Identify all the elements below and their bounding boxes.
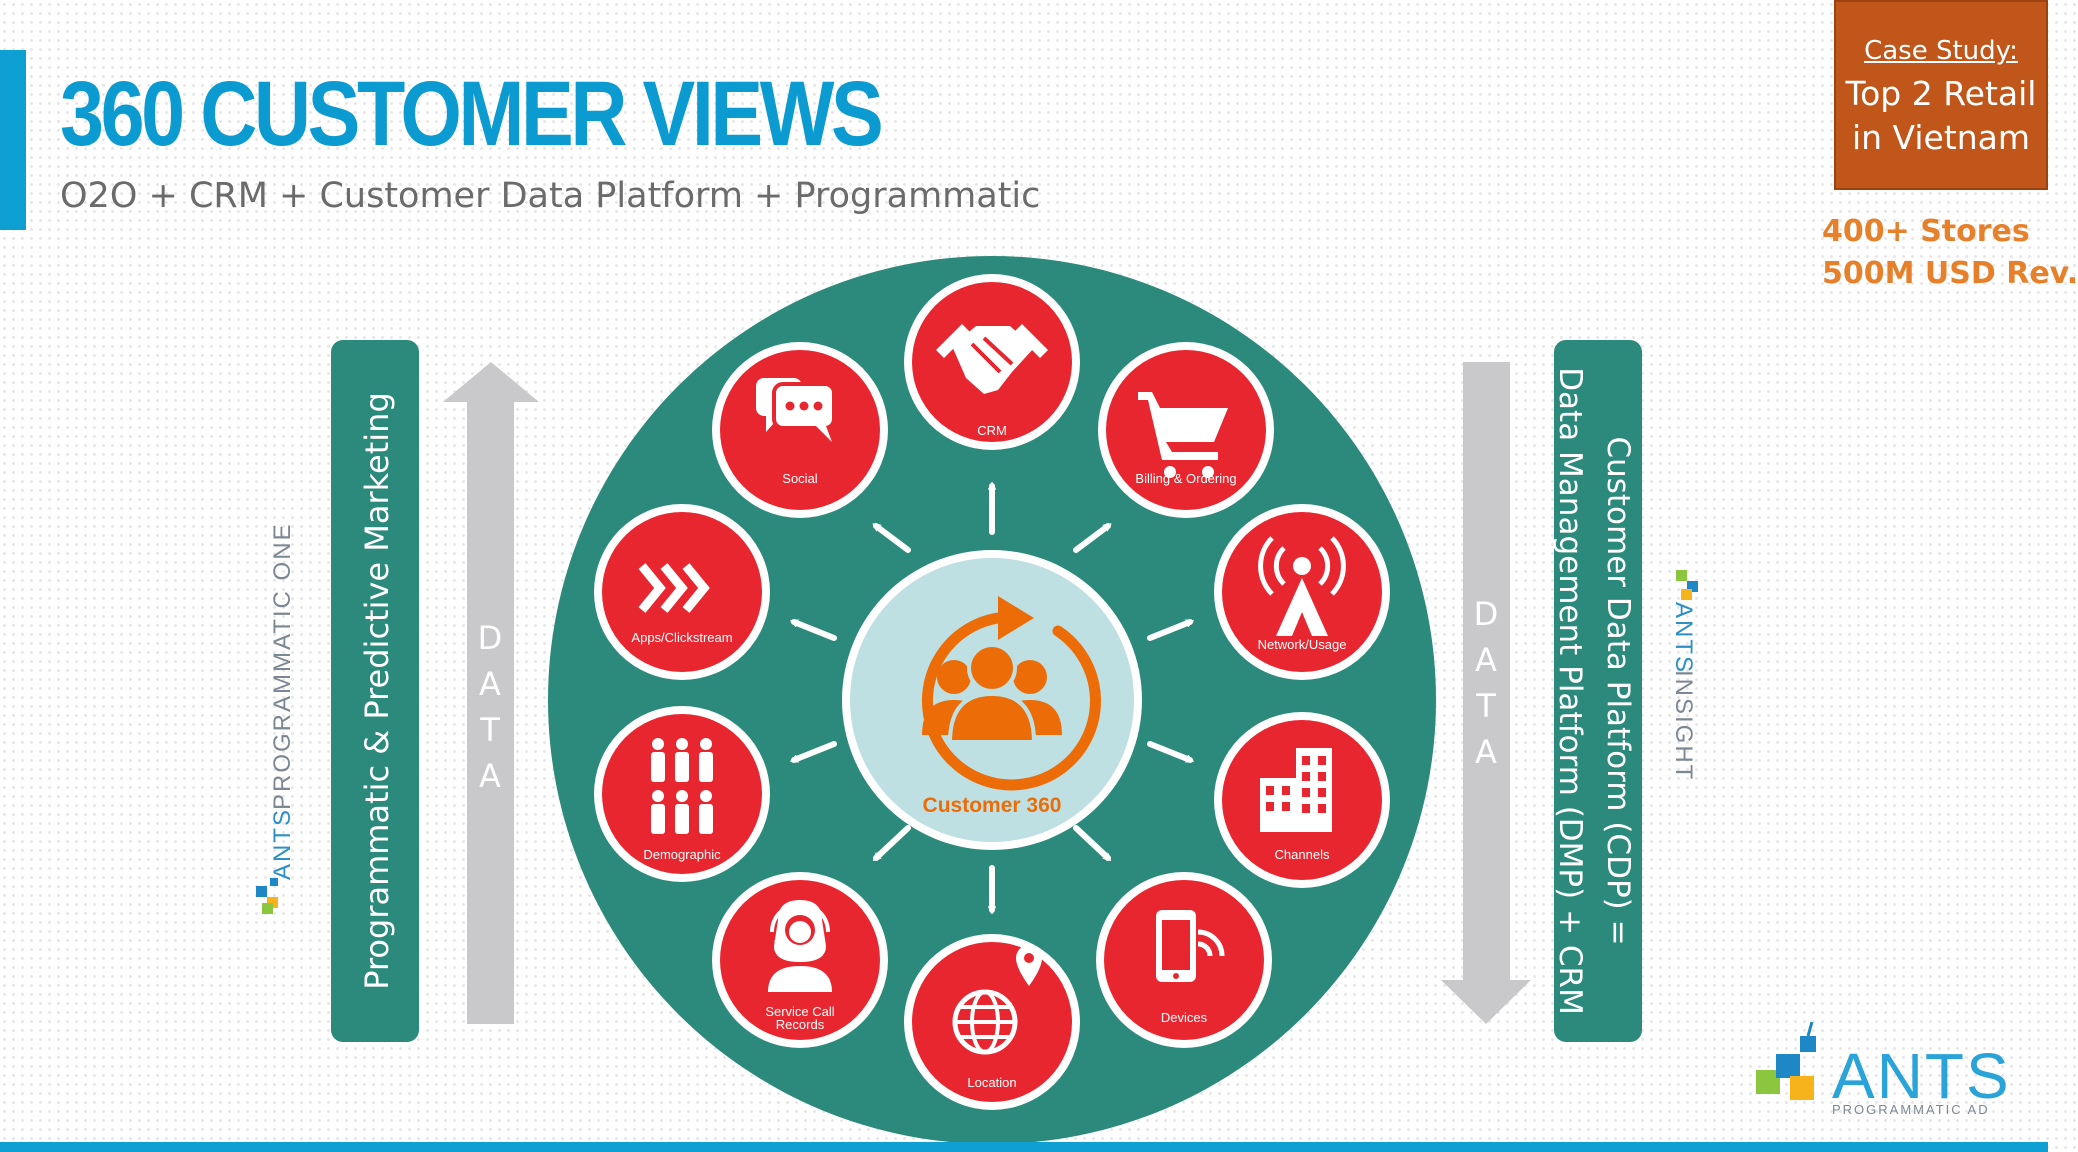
right-data-arrow: [1441, 362, 1531, 1024]
case-study-heading: Case Study:: [1864, 36, 2018, 66]
left-data-letter-t: T: [479, 711, 500, 749]
node-network-usage: Network/Usage: [1214, 504, 1390, 680]
node-channels: Channels: [1214, 712, 1390, 888]
corner-ants-logo: ANTS PROGRAMMATIC AD: [1756, 1021, 2011, 1117]
chat-icon: [756, 378, 836, 442]
right-panel: [1554, 340, 1642, 1042]
spoke-arrows: [794, 486, 1190, 910]
node-devices: Devices: [1096, 872, 1272, 1048]
right-data-letter-d: D: [1474, 595, 1499, 633]
node-social: Social: [712, 342, 888, 518]
node-crm: CRM: [904, 274, 1080, 450]
spoke-arrow-devices: [1073, 825, 1108, 858]
globe-pin-icon: [952, 945, 1042, 1055]
right-data-letter-t: T: [1475, 687, 1496, 725]
left-brand-logo: ANTS PROGRAMMATIC ONE: [256, 522, 296, 914]
node-label-channels: Channels: [1275, 847, 1330, 862]
node-label-demographic: Demographic: [643, 847, 721, 862]
phone-wifi-icon: [1156, 910, 1225, 982]
left-brand-product: PROGRAMMATIC ONE: [269, 522, 296, 810]
case-study-line-1: Top 2 Retail: [1845, 74, 2037, 113]
chevrons-icon: [638, 563, 710, 613]
case-study-line-2: in Vietnam: [1851, 118, 2031, 157]
left-panel: [331, 340, 419, 1042]
left-data-letter-a: A: [479, 665, 501, 703]
right-brand-product: INSIGHT: [1670, 670, 1697, 781]
right-panel-label-2: Data Management Platform (DMP) + CRM: [1552, 367, 1588, 1015]
node-label-location: Location: [967, 1075, 1016, 1090]
ants-cubes-icon: [1756, 1021, 1816, 1100]
node-demographic: Demographic: [594, 706, 770, 882]
node-label-crm: CRM: [977, 423, 1007, 438]
node-label-apps: Apps/Clickstream: [631, 630, 732, 645]
left-panel-label: Programmatic & Predictive Marketing: [358, 392, 396, 990]
spoke-arrow-channels: [1147, 741, 1190, 763]
spoke-arrow-apps: [794, 619, 837, 641]
left-data-letter-a2: A: [479, 757, 501, 795]
node-label-social: Social: [782, 471, 818, 486]
right-brand-logo: ANTS INSIGHT: [1670, 570, 1698, 781]
handshake-icon: [936, 324, 1048, 394]
antenna-icon: [1258, 536, 1346, 636]
stat-stores: 400+ Stores: [1822, 214, 2030, 249]
left-data-letter-d: D: [478, 619, 503, 657]
stat-revenue: 500M USD Rev.: [1822, 256, 2078, 291]
center-label: Customer 360: [923, 794, 1062, 817]
node-billing-ordering: Billing & Ordering: [1098, 342, 1274, 518]
right-panel-label-1: Customer Data Platform (CDP) =: [1600, 436, 1636, 945]
building-icon: [1260, 748, 1332, 832]
left-data-arrow: [443, 362, 539, 1024]
cart-icon: [1138, 392, 1228, 478]
spoke-arrow-demographic: [794, 741, 837, 763]
page-title: 360 CUSTOMER VIEWS: [60, 63, 884, 165]
customers-cycle-icon: [921, 596, 1101, 791]
right-data-letter-a2: A: [1475, 733, 1497, 771]
ants-cubes-icon: [256, 878, 278, 914]
node-label-service-call: Service Call: [765, 1004, 834, 1019]
right-brand-ants: ANTS: [1670, 602, 1697, 674]
corner-brand-ants: ANTS: [1832, 1040, 2011, 1112]
people-icon: [651, 738, 713, 834]
spoke-arrow-network: [1147, 619, 1190, 641]
spoke-arrow-billing: [1073, 523, 1108, 553]
bottom-accent-bar: [0, 1142, 2048, 1152]
corner-brand-product: PROGRAMMATIC AD: [1832, 1102, 1990, 1117]
node-location: Location: [904, 934, 1080, 1110]
case-study-box: Case Study: Top 2 Retail in Vietnam: [1834, 0, 2048, 190]
accent-bar: [0, 50, 26, 230]
spoke-arrow-service: [876, 825, 911, 858]
spoke-arrow-social: [876, 523, 911, 553]
right-data-letter-a: A: [1475, 641, 1497, 679]
node-apps-clickstream: Apps/Clickstream: [594, 504, 770, 680]
node-label-network: Network/Usage: [1258, 637, 1347, 652]
node-label-devices: Devices: [1161, 1010, 1208, 1025]
ants-cubes-icon: [1676, 570, 1698, 600]
left-brand-ants: ANTS: [269, 808, 296, 880]
page-subtitle: O2O + CRM + Customer Data Platform + Pro…: [60, 176, 1041, 216]
node-service-call-records: Service Call Records: [712, 872, 888, 1048]
headset-icon: [768, 900, 832, 992]
node-label-service-records: Records: [776, 1017, 825, 1032]
node-label-billing: Billing & Ordering: [1135, 471, 1236, 486]
